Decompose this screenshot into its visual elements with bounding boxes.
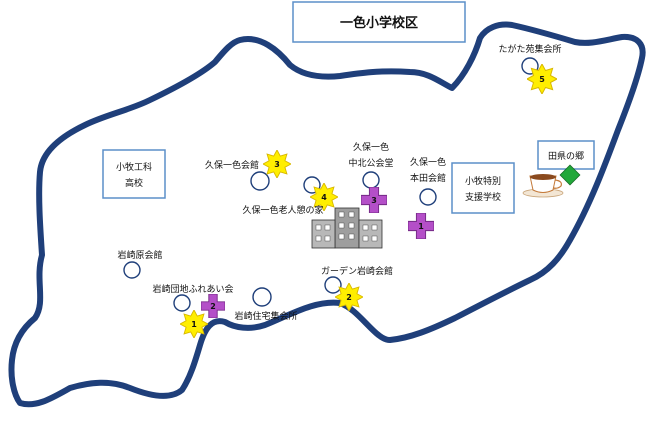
label-kubo-chuhoku-2: 中北公会堂 <box>348 157 393 169</box>
map-title: 一色小学校区 <box>340 15 418 31</box>
star-3-number: 3 <box>274 160 280 169</box>
star-5: 5 <box>527 64 557 94</box>
teacup-icon <box>522 174 564 198</box>
label-kubo-isshiki-hall: 久保一色会館 <box>205 159 259 171</box>
circle-marker-icon <box>173 294 191 312</box>
komaki-tech-high-line2: 高校 <box>125 177 143 189</box>
label-iwasaki-jutaku: 岩崎住宅集会所 <box>234 310 297 322</box>
diamond-icon <box>559 164 581 186</box>
circle-marker-icon <box>252 287 272 307</box>
cross-3-number: 3 <box>371 196 377 205</box>
star-1-number: 1 <box>191 320 197 329</box>
circle-marker-icon <box>250 171 270 191</box>
cross-3: 3 <box>361 187 387 213</box>
tagata-no-sato-label: 田県の郷 <box>548 151 584 162</box>
cross-1: 1 <box>408 213 434 239</box>
label-kubo-honden-2: 本田会館 <box>410 172 446 184</box>
cross-2-number: 2 <box>210 302 216 311</box>
star-4: 4 <box>310 183 338 211</box>
star-2: 2 <box>335 283 363 311</box>
map-title-box: 一色小学校区 <box>292 1 466 43</box>
circle-marker-icon <box>324 276 342 294</box>
district-boundary <box>8 21 646 408</box>
komaki-tech-high-box: 小牧工科 高校 <box>102 149 166 199</box>
star-5-number: 5 <box>539 75 545 84</box>
circle-marker-icon <box>362 171 380 189</box>
label-iwasaki-danchi: 岩崎団地ふれあい会 <box>152 283 233 295</box>
label-kubo-chuhoku-1: 久保一色 <box>353 141 389 153</box>
star-4-number: 4 <box>321 193 327 202</box>
star-3: 3 <box>263 150 291 178</box>
komaki-tech-high-line1: 小牧工科 <box>116 161 152 173</box>
circle-marker-icon <box>123 261 141 279</box>
star-2-number: 2 <box>346 293 352 302</box>
school-building-icon <box>311 207 383 249</box>
komaki-special-line2: 支援学校 <box>465 191 501 203</box>
label-rojin-ikoi: 久保一色老人憩の家 <box>242 204 323 216</box>
tagata-no-sato-box: 田県の郷 <box>537 140 595 170</box>
circle-marker-icon <box>419 188 437 206</box>
komaki-special-line1: 小牧特別 <box>465 175 501 187</box>
cross-2: 2 <box>201 294 225 318</box>
star-1: 1 <box>180 310 208 338</box>
label-tagatadai: たがた苑集会所 <box>498 43 561 55</box>
cross-1-number: 1 <box>418 222 424 231</box>
label-garden-iwasaki: ガーデン岩崎会館 <box>321 265 393 277</box>
label-iwasakihara: 岩崎原会館 <box>117 249 162 261</box>
komaki-special-school-box: 小牧特別 支援学校 <box>451 162 515 214</box>
label-kubo-honden-1: 久保一色 <box>410 156 446 168</box>
